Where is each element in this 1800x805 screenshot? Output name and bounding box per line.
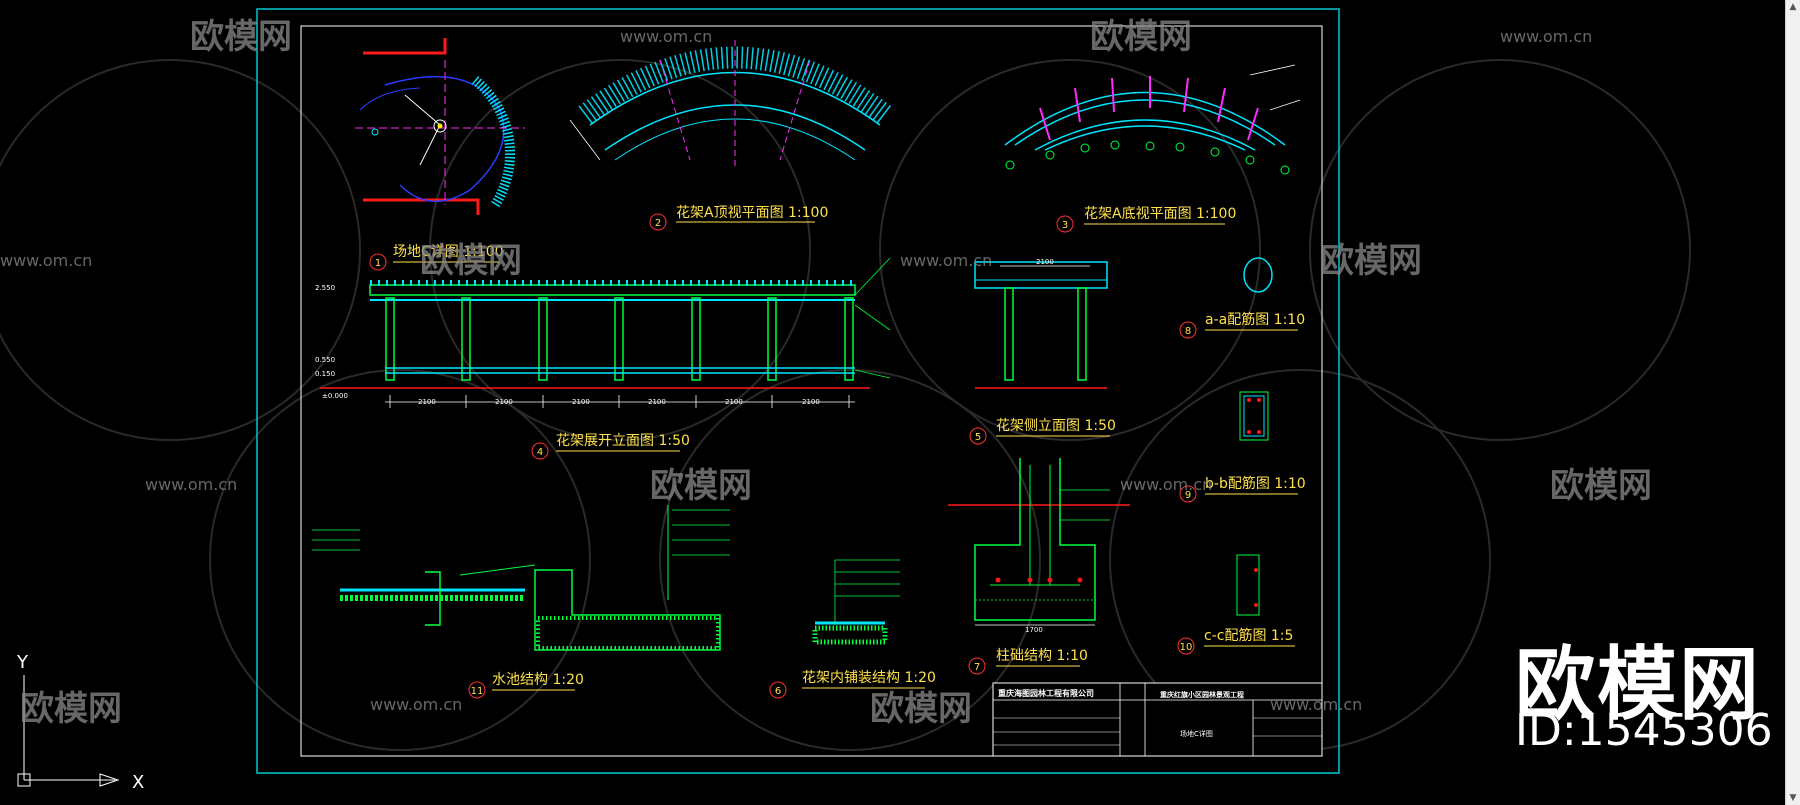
circle-num-7: 7: [974, 662, 980, 673]
column-footing: 1700: [948, 458, 1130, 634]
wm-brand-8: 欧模网: [870, 689, 972, 729]
side-width-dim: 2100: [1036, 258, 1054, 266]
circle-num-5: 5: [975, 432, 981, 443]
tb-company: 重庆海图园林工程有限公司: [998, 688, 1094, 698]
title-bottom-plan: 花架A底视平面图 1:100: [1084, 206, 1236, 222]
wm-url-4: www.om.cn: [900, 251, 992, 270]
title-block: 重庆海图园林工程有限公司 重庆红旗小区园林景观工程 场地C详图: [992, 682, 1323, 757]
elev-top-label: 2.550: [315, 284, 335, 292]
ucs-x-label: X: [132, 772, 144, 793]
outer-frame: [256, 8, 1340, 774]
wm-brand-2: 欧模网: [1090, 17, 1192, 57]
view-titles: 2 花架A顶视平面图 1:100 3 花架A底视平面图 1:100 1 场地C详…: [369, 205, 1306, 699]
circle-num-4: 4: [537, 447, 543, 458]
span-dim-2: 2100: [495, 398, 513, 406]
vertical-scrollbar[interactable]: ▲ ▼: [1785, 0, 1800, 805]
wm-url-7: www.om.cn: [370, 695, 462, 714]
rebar-details: [1236, 257, 1273, 616]
title-b-b: b-b配筋图 1:10: [1205, 475, 1306, 492]
span-dim-1: 2100: [418, 398, 436, 406]
pergola-top-plan: [569, 40, 892, 170]
title-a-a: a-a配筋图 1:10: [1205, 311, 1305, 328]
title-footing: 柱础结构 1:10: [996, 648, 1088, 664]
title-elevation: 花架展开立面图 1:50: [556, 433, 690, 449]
paving-structure: [812, 559, 900, 645]
title-side-elevation: 花架侧立面图 1:50: [996, 418, 1116, 434]
site-c-plan: [355, 38, 525, 215]
wm-url-3: www.om.cn: [0, 251, 92, 270]
wm-url-1: www.om.cn: [620, 27, 712, 46]
wm-url-2: www.om.cn: [1500, 27, 1592, 46]
circle-num-8: 8: [1185, 326, 1191, 337]
pool-structure: [312, 505, 730, 651]
span-dim-5: 2100: [725, 398, 743, 406]
circle-num-6: 6: [775, 686, 781, 697]
watermark-arcs: [0, 59, 1691, 751]
circle-num-2: 2: [655, 218, 661, 229]
pergola-side-elevation: 2100: [974, 258, 1108, 389]
wm-url-5: www.om.cn: [145, 475, 237, 494]
wm-brand-4: 欧模网: [1320, 241, 1422, 281]
wm-url-8: www.om.cn: [1270, 695, 1362, 714]
title-paving: 花架内铺装结构 1:20: [802, 670, 936, 686]
tb-project: 重庆红旗小区园林景观工程: [1160, 690, 1244, 699]
circle-num-1: 1: [375, 258, 381, 269]
watermark-id: ID:1545306: [1515, 705, 1773, 756]
span-dim-3: 2100: [572, 398, 590, 406]
wm-url-6: www.om.cn: [1120, 475, 1212, 494]
watermark-brand-large: 欧模网: [1515, 638, 1761, 731]
circle-num-11: 11: [471, 686, 484, 697]
ucs-icon: Y X: [16, 652, 144, 793]
pergola-elevation: 2.550 0.550 0.150 ±0.000 2100 2100 2100 …: [315, 257, 891, 408]
scroll-up-icon[interactable]: ▲: [1789, 2, 1797, 12]
footing-width-dim: 1700: [1025, 626, 1043, 634]
wm-brand-5: 欧模网: [650, 466, 752, 506]
title-pool: 水池结构 1:20: [492, 672, 584, 688]
ucs-y-label: Y: [16, 652, 29, 673]
title-site-c: 场地C详图 1:100: [393, 244, 504, 260]
elev-low-label: 0.150: [315, 370, 335, 378]
scroll-down-icon[interactable]: ▼: [1789, 793, 1797, 803]
circle-num-3: 3: [1062, 220, 1068, 231]
watermarks: 欧模网 欧模网 欧模网 欧模网 欧模网 欧模网 欧模网 欧模网 www.om.c…: [0, 17, 1652, 729]
tb-drawing: 场地C详图: [1180, 729, 1213, 738]
wm-brand-6: 欧模网: [1550, 466, 1652, 506]
span-dim-4: 2100: [648, 398, 666, 406]
pergola-bottom-plan: [1004, 64, 1301, 175]
circle-num-9: 9: [1185, 490, 1191, 501]
wm-brand-3: 欧模网: [420, 241, 522, 281]
span-dim-6: 2100: [802, 398, 820, 406]
title-c-c: c-c配筋图 1:5: [1204, 627, 1293, 644]
wm-brand-1: 欧模网: [190, 17, 292, 57]
elev-base-label: ±0.000: [322, 392, 348, 400]
title-top-plan: 花架A顶视平面图 1:100: [676, 205, 828, 221]
elev-mid-label: 0.550: [315, 356, 335, 364]
wm-brand-7: 欧模网: [20, 689, 122, 729]
circle-num-10: 10: [1180, 642, 1193, 653]
inner-frame: [300, 25, 1323, 757]
